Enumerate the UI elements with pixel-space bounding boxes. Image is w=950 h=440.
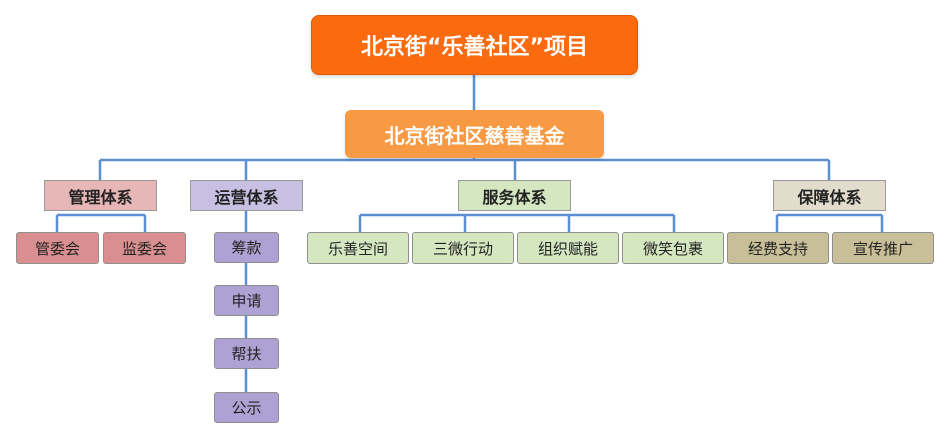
support-system-node: 保障体系 [773,180,886,211]
application-node: 申请 [214,285,279,316]
organization-empowerment-node: 组织赋能 [517,232,619,264]
management-committee-node: 管委会 [16,232,99,264]
operations-system-node: 运营体系 [190,180,303,211]
smile-package-node: 微笑包裹 [622,232,724,264]
funding-support-node: 经费支持 [727,232,829,264]
fundraising-node: 筹款 [214,232,279,263]
promotion-node: 宣传推广 [832,232,934,264]
supervisory-committee-node: 监委会 [103,232,186,264]
assistance-node: 帮扶 [214,338,279,369]
service-system-node: 服务体系 [458,180,571,211]
publicity-node: 公示 [214,392,279,423]
foundation-node: 北京街社区慈善基金 [345,110,604,158]
three-micro-action-node: 三微行动 [412,232,514,264]
management-system-node: 管理体系 [44,180,157,211]
project-title-node: 北京街“乐善社区”项目 [311,15,638,75]
charity-space-node: 乐善空间 [307,232,409,264]
